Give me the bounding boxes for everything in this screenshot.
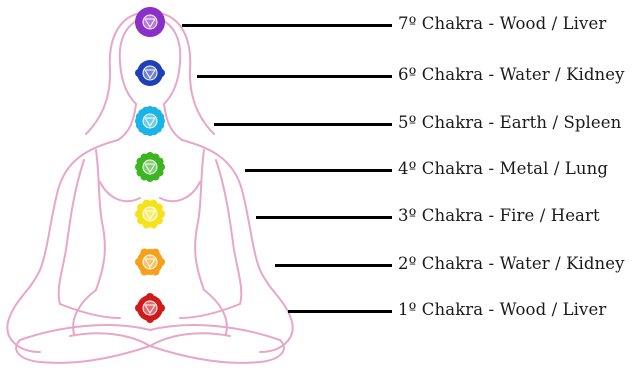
chakra-label: 2º Chakra - Water / Kidney xyxy=(398,256,625,273)
torso-left xyxy=(96,150,105,290)
chakra-label: 4º Chakra - Metal / Lung xyxy=(398,161,608,178)
leader-line xyxy=(245,169,392,172)
solar-plexus-chakra-icon xyxy=(135,200,165,229)
crown-chakra-icon xyxy=(135,7,165,37)
left-arm-inner xyxy=(59,160,84,304)
third-eye-chakra-icon xyxy=(135,60,165,86)
left-arm-outline xyxy=(7,140,118,352)
right-arm-inner xyxy=(216,160,241,304)
inner-legs xyxy=(70,333,230,346)
chakra-label: 1º Chakra - Wood / Liver xyxy=(398,302,606,319)
heart-chakra-icon xyxy=(135,152,165,182)
leader-line xyxy=(256,216,392,219)
leader-line xyxy=(214,123,392,126)
throat-chakra-icon xyxy=(135,106,165,136)
bust-outline xyxy=(100,182,200,201)
root-chakra-icon xyxy=(135,293,165,323)
chakra-label: 6º Chakra - Water / Kidney xyxy=(398,67,625,84)
chakra-label: 7º Chakra - Wood / Liver xyxy=(398,16,606,33)
leader-line xyxy=(275,264,392,267)
sacral-chakra-icon xyxy=(135,248,165,275)
leader-line xyxy=(182,24,392,27)
leader-line xyxy=(288,310,392,313)
legs-outline xyxy=(16,325,284,363)
leader-line xyxy=(197,75,392,78)
chakra-label: 3º Chakra - Fire / Heart xyxy=(398,208,600,225)
torso-right xyxy=(195,150,204,290)
chakra-label: 5º Chakra - Earth / Spleen xyxy=(398,115,621,132)
